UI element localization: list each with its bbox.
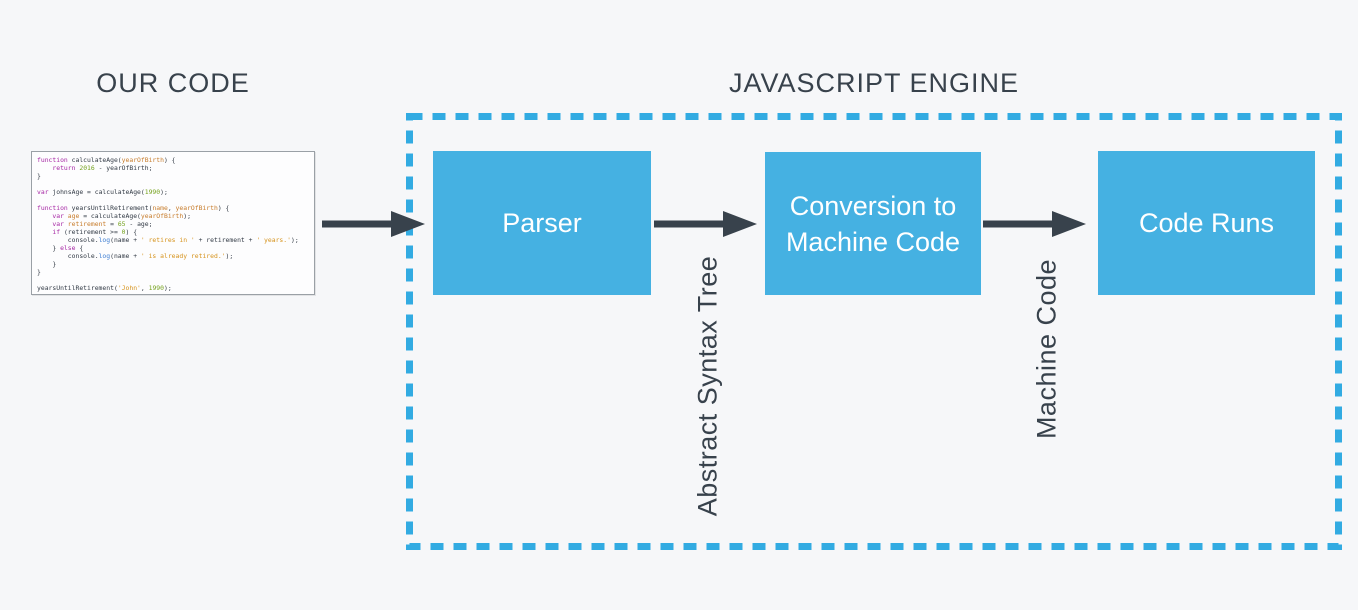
- machine-code-label: Machine Code: [1031, 258, 1062, 440]
- conversion-box-label: Conversion to Machine Code: [785, 190, 961, 257]
- parser-box-label: Parser: [502, 208, 582, 238]
- code-runs-box-label: Code Runs: [1138, 208, 1275, 238]
- arrow-conversion-to-coderuns-icon: [983, 211, 1086, 237]
- engine-boundary-dashed-box: [406, 113, 1342, 550]
- abstract-syntax-tree-label: Abstract Syntax Tree: [692, 255, 723, 517]
- conversion-box: Conversion to Machine Code: [765, 152, 981, 295]
- code-runs-box: Code Runs: [1098, 151, 1315, 295]
- source-code-text: function calculateAge(yearOfBirth) { ret…: [37, 156, 299, 292]
- arrow-parser-to-conversion-icon: [654, 211, 757, 237]
- javascript-engine-title: JAVASCRIPT ENGINE: [728, 68, 1020, 98]
- our-code-title: OUR CODE: [96, 68, 250, 98]
- source-code-panel: function calculateAge(yearOfBirth) { ret…: [31, 151, 315, 295]
- arrow-code-to-parser-icon: [322, 211, 425, 237]
- parser-box: Parser: [433, 151, 651, 295]
